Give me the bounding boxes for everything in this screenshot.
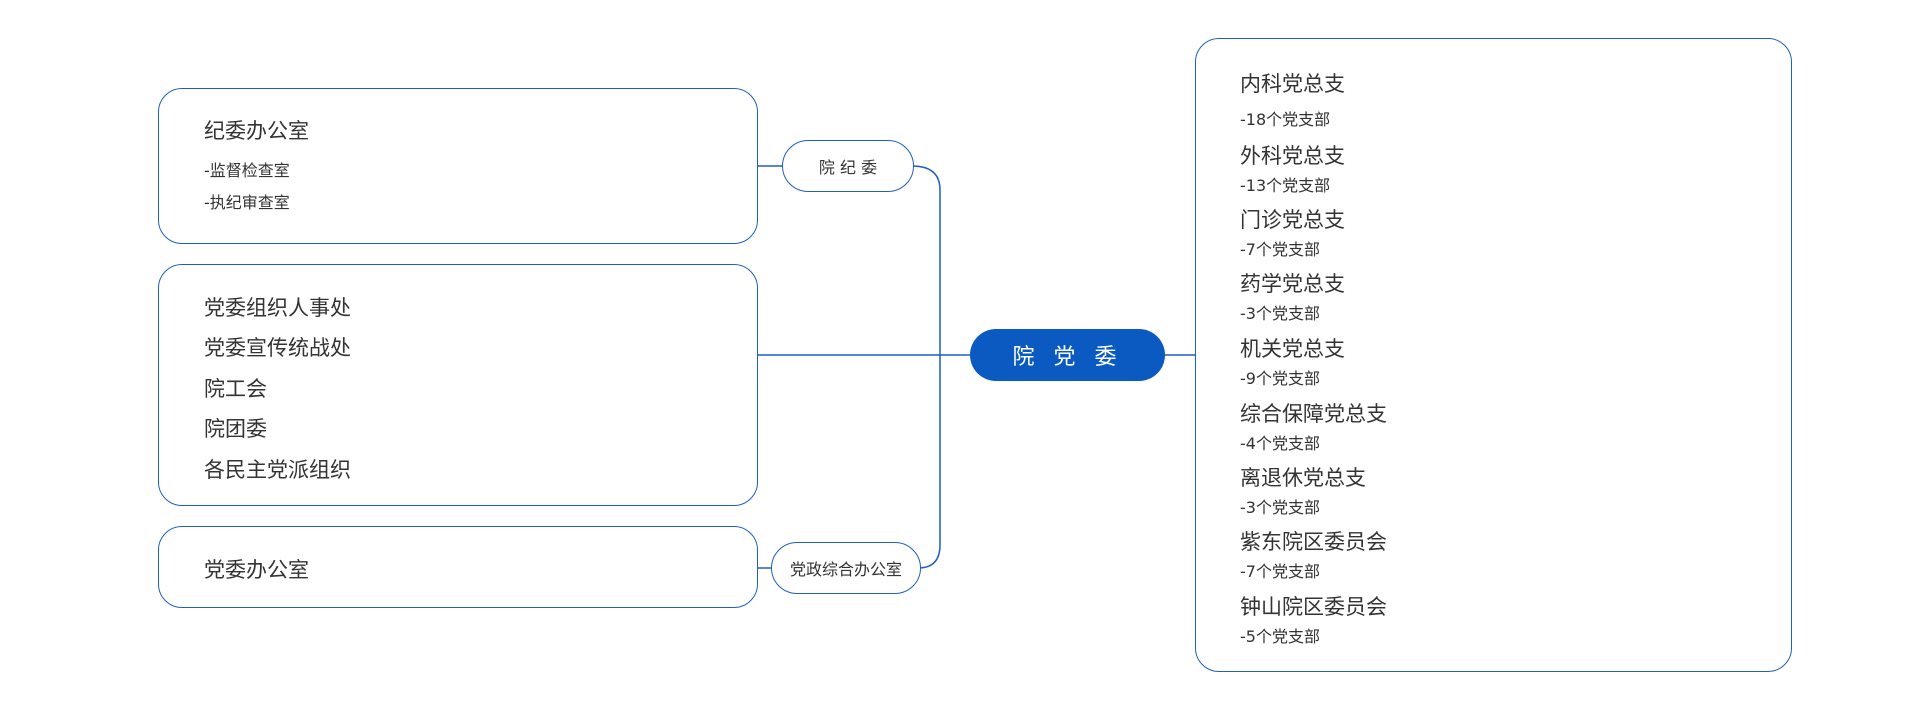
- general-office-node: 党政综合办公室: [771, 542, 921, 594]
- departments-box: [158, 264, 758, 506]
- branch-name: 紫东院区委员会: [1240, 530, 1387, 554]
- root-node: 院 党 委: [970, 329, 1165, 381]
- branch-count: -3个党支部: [1240, 498, 1320, 517]
- discipline-office-box: [158, 88, 758, 244]
- branch-count: -4个党支部: [1240, 434, 1320, 453]
- discipline-office-title: 纪委办公室: [204, 119, 309, 143]
- department-item: 院工会: [204, 377, 267, 401]
- branch-name: 离退休党总支: [1240, 466, 1366, 490]
- branch-name: 门诊党总支: [1240, 208, 1345, 232]
- branches-box: [1195, 38, 1792, 672]
- discipline-office-item: -执纪审查室: [204, 193, 290, 212]
- branch-name: 机关党总支: [1240, 337, 1345, 361]
- department-item: 院团委: [204, 417, 267, 441]
- discipline-committee-node: 院 纪 委: [782, 140, 914, 192]
- branch-count: -5个党支部: [1240, 627, 1320, 646]
- department-item: 各民主党派组织: [204, 458, 351, 482]
- branch-count: -7个党支部: [1240, 562, 1320, 581]
- branch-count: -13个党支部: [1240, 176, 1331, 195]
- branch-count: -18个党支部: [1240, 110, 1331, 129]
- branch-name: 外科党总支: [1240, 144, 1345, 168]
- branch-name: 钟山院区委员会: [1240, 595, 1387, 619]
- discipline-office-item: -监督检查室: [204, 161, 290, 180]
- party-office-title: 党委办公室: [204, 558, 309, 582]
- branch-count: -3个党支部: [1240, 304, 1320, 323]
- department-item: 党委组织人事处: [204, 296, 351, 320]
- branch-name: 药学党总支: [1240, 272, 1345, 296]
- branch-name: 内科党总支: [1240, 72, 1345, 96]
- party-office-box: [158, 526, 758, 608]
- branch-count: -7个党支部: [1240, 240, 1320, 259]
- department-item: 党委宣传统战处: [204, 336, 351, 360]
- branch-name: 综合保障党总支: [1240, 402, 1387, 426]
- branch-count: -9个党支部: [1240, 369, 1320, 388]
